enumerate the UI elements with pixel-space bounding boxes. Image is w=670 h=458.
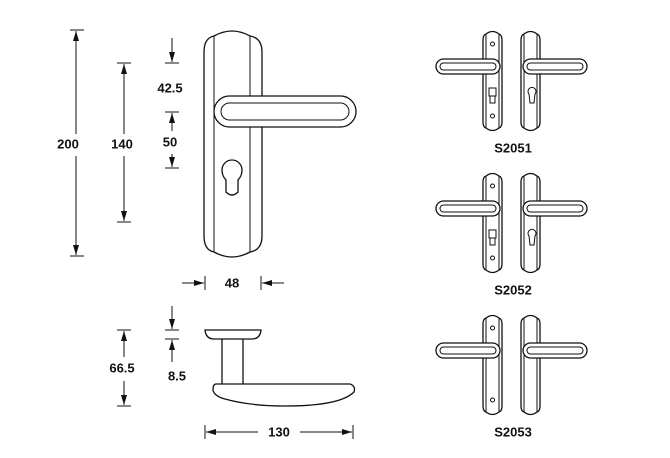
left-backplate-edge: [485, 176, 500, 270]
left-lever-inner: [439, 346, 497, 355]
dimension-plate-height: 140: [111, 62, 133, 223]
lever-handle-side: [212, 383, 356, 407]
left-keyhole-icon: [488, 87, 497, 104]
right-lever-inner: [526, 62, 584, 71]
rosette: [204, 329, 262, 340]
screw-hole: [490, 41, 495, 47]
dimension-plate-width: 48: [182, 275, 284, 290]
screw-hole: [490, 325, 495, 331]
dimension-projection: 66.5: [109, 329, 135, 407]
right-backplate-edge: [523, 318, 538, 412]
variant-model-label: S2053: [494, 424, 532, 439]
dimension-label-50: 50: [163, 134, 177, 149]
lever-stem: [221, 339, 244, 384]
right-lever: [522, 58, 588, 75]
left-lever: [435, 200, 501, 217]
left-lever-inner: [439, 204, 497, 213]
dimension-lever-to-keyhole: 50: [163, 111, 179, 169]
right-backplate-edge: [523, 34, 538, 128]
left-backplate-edge: [485, 318, 500, 412]
backplate-inner-edge: [213, 36, 251, 252]
screw-hole: [490, 397, 495, 403]
left-lever: [435, 342, 501, 359]
dimension-label-66-5: 66.5: [109, 360, 134, 375]
variant-model-label: S2051: [494, 140, 532, 155]
dimension-label-200: 200: [57, 136, 79, 151]
lever-outer: [213, 95, 357, 128]
left-lever: [435, 58, 501, 75]
screw-hole: [490, 255, 495, 261]
dimension-overall-height: 200: [57, 29, 84, 257]
dimension-rosette-thickness: 8.5: [165, 306, 186, 383]
right-backplate-edge: [523, 176, 538, 270]
backplate: [203, 30, 263, 258]
lever-inner: [220, 102, 350, 121]
left-backplate-edge: [485, 34, 500, 128]
right-lever: [522, 200, 588, 217]
right-lever-inner: [526, 204, 584, 213]
dimension-label-42-5: 42.5: [157, 80, 182, 95]
right-lever-inner: [526, 346, 584, 355]
right-keyhole-icon: [527, 86, 537, 104]
left-keyhole-icon: [488, 229, 497, 246]
keyhole: [221, 159, 243, 196]
variant-model-label: S2052: [494, 282, 532, 297]
dimension-label-130: 130: [268, 424, 290, 439]
right-lever: [522, 342, 588, 359]
screw-hole: [490, 113, 495, 119]
variant-s2051: S2051: [435, 30, 588, 155]
side-view: 66.5 8.5 130: [109, 306, 356, 439]
front-view: 200 140 42.5 50 48: [57, 29, 357, 290]
variant-s2053: S2053: [435, 314, 588, 439]
dimension-label-48: 48: [225, 275, 239, 290]
dimension-label-140: 140: [111, 136, 133, 151]
variant-s2052: S2052: [435, 172, 588, 297]
dimension-label-8-5: 8.5: [168, 368, 186, 383]
dimension-top-to-lever: 42.5: [157, 38, 183, 95]
left-lever-inner: [439, 62, 497, 71]
right-keyhole-icon: [527, 228, 537, 246]
screw-hole: [490, 183, 495, 189]
dimension-lever-length: 130: [204, 424, 354, 439]
